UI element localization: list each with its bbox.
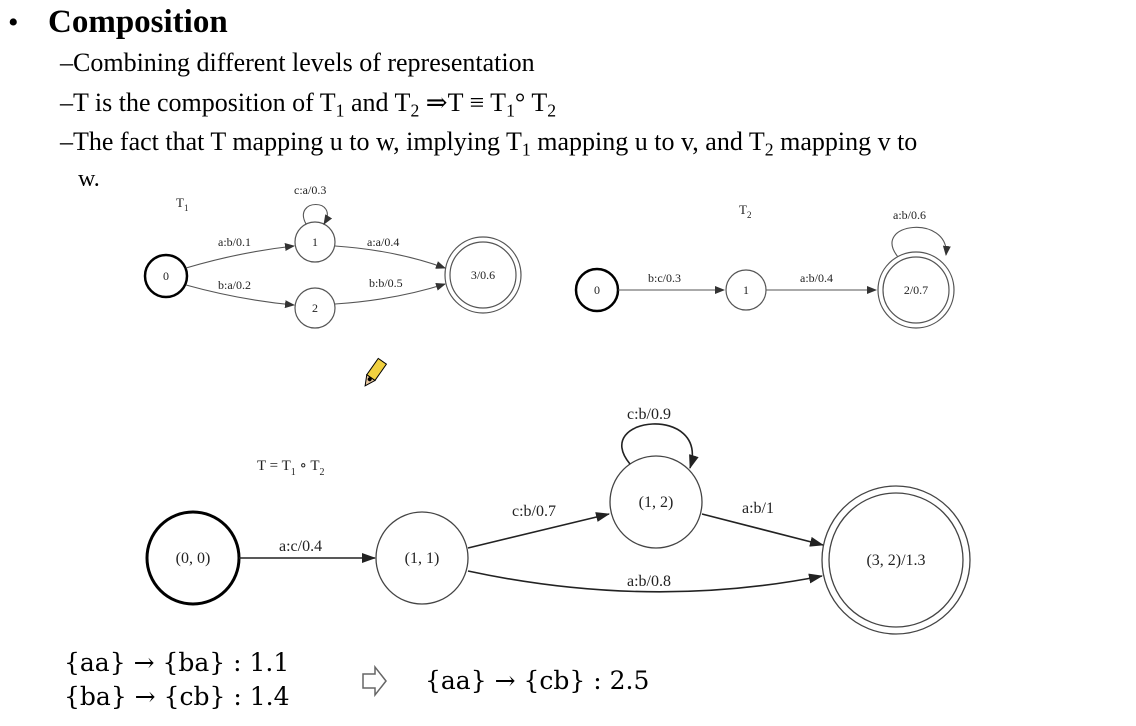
t2-arc-1-2: a:b/0.4 [766,271,877,294]
comp-state-1-1: (1, 1) [375,511,469,605]
composition-graph: T = T1 ∘ T2 (0, 0) (1, 1) (1, 2) (3, 2)/… [145,406,971,635]
svg-text:(3, 2)/1.3: (3, 2)/1.3 [866,552,925,569]
svg-text:a:b/0.8: a:b/0.8 [627,573,671,590]
comp-arc-12-12-loop: c:b/0.9 [621,406,699,469]
equation-1: {aa} → {ba} : 1.1 [64,648,290,677]
comp-state-0-0: (0, 0) [145,510,241,606]
svg-text:c:a/0.3: c:a/0.3 [294,183,326,197]
svg-text:a:a/0.4: a:a/0.4 [367,235,399,249]
t1-state-3-final: 3/0.6 [444,236,522,314]
svg-text:a:c/0.4: a:c/0.4 [279,538,322,555]
svg-text:a:b/1: a:b/1 [742,500,774,517]
svg-text:c:b/0.9: c:b/0.9 [627,406,671,423]
t1-graph: T1 0 1 2 3/0.6 a:b/0.1 b:a/0.2 c:a/ [143,183,522,329]
t1-state-1: 1 [294,221,336,263]
comp-arc-11-12: c:b/0.7 [467,503,610,549]
svg-text:0: 0 [163,269,169,283]
t2-state-0: 0 [574,267,620,313]
svg-text:a:b/0.1: a:b/0.1 [218,235,251,249]
svg-text:(1, 2): (1, 2) [639,494,674,511]
svg-text:0: 0 [594,283,600,297]
t1-state-0: 0 [143,253,189,299]
comp-arc-11-32: a:b/0.8 [467,570,823,593]
comp-arc-12-32: a:b/1 [701,500,824,547]
equation-2: {ba} → {cb} : 1.4 [64,682,290,711]
bullet-line-3: –The fact that T mapping u to w, implyin… [60,127,918,160]
t2-state-1: 1 [725,269,767,311]
comp-state-1-2: (1, 2) [609,455,703,549]
comp-state-3-2-final: (3, 2)/1.3 [821,485,971,635]
bullet-marker: • [8,6,19,39]
svg-text:b:c/0.3: b:c/0.3 [648,271,681,285]
svg-text:b:b/0.5: b:b/0.5 [369,276,403,290]
svg-text:2: 2 [312,301,318,315]
t1-arc-1-1-loop: c:a/0.3 [294,183,333,225]
t2-title: T2 [739,202,751,220]
t1-arc-1-3: a:a/0.4 [334,235,446,269]
svg-text:3/0.6: 3/0.6 [471,268,495,282]
bullet-line-2: –T is the composition of T1 and T2 ⇒T ≡ … [60,88,557,121]
svg-text:c:b/0.7: c:b/0.7 [512,503,556,520]
t1-arc-0-1: a:b/0.1 [185,235,295,269]
svg-text:1: 1 [743,283,749,297]
equation-result: {aa} → {cb} : 2.5 [425,666,650,695]
t2-graph: T2 0 1 2/0.7 b:c/0.3 a:b/0.4 a:b/0.6 [574,202,955,329]
svg-text:1: 1 [312,235,318,249]
bullet-line-4: w. [78,166,100,192]
pencil-cursor-icon [364,357,388,387]
comp-arc-00-11: a:c/0.4 [239,538,376,563]
t1-state-2: 2 [294,287,336,329]
svg-text:2/0.7: 2/0.7 [904,283,928,297]
t2-state-2-final: 2/0.7 [877,251,955,329]
svg-text:a:b/0.4: a:b/0.4 [800,271,833,285]
slide-title: Composition [48,4,228,40]
svg-text:b:a/0.2: b:a/0.2 [218,278,251,292]
t1-arc-0-2: b:a/0.2 [185,278,295,309]
t1-title: T1 [176,195,188,213]
svg-text:(0, 0): (0, 0) [176,550,211,567]
svg-text:a:b/0.6: a:b/0.6 [893,208,926,222]
t1-arc-2-3: b:b/0.5 [334,276,446,305]
svg-text:(1, 1): (1, 1) [405,550,440,567]
outline-right-arrow-icon [362,664,387,698]
t2-arc-2-2-loop: a:b/0.6 [891,208,951,258]
composition-title: T = T1 ∘ T2 [257,458,325,478]
t2-arc-0-1: b:c/0.3 [618,271,725,294]
bullet-line-1: –Combining different levels of represent… [60,48,535,77]
